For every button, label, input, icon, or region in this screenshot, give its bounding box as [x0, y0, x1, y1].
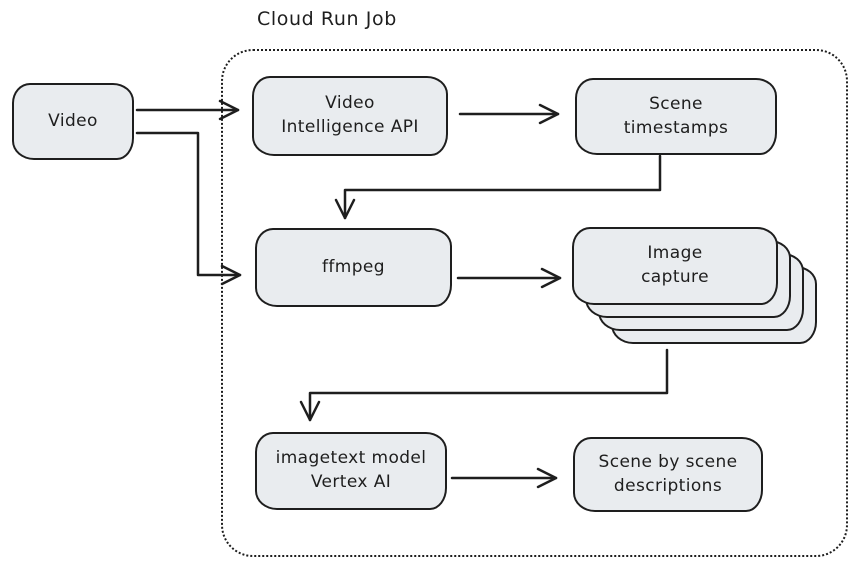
node-imagetext-model-vertex-ai: imagetext model Vertex AI: [255, 432, 447, 510]
node-video-intelligence-api: Video Intelligence API: [252, 76, 448, 156]
node-imagetext-model-label-line1: imagetext model: [275, 448, 427, 469]
node-scene-descriptions-label-line2: descriptions: [613, 475, 723, 496]
node-video-intelligence-api-label-line1: Video: [325, 93, 375, 114]
node-video-label: Video: [48, 110, 98, 131]
node-ffmpeg: ffmpeg: [255, 228, 452, 307]
node-image-capture-label-line1: Image: [647, 243, 703, 264]
node-scene-descriptions-label-line1: Scene by scene: [598, 451, 738, 472]
node-scene-timestamps-label-line2: timestamps: [623, 117, 729, 138]
node-image-capture: Image capture: [572, 227, 778, 305]
node-scene-timestamps-label-line1: Scene: [649, 93, 703, 114]
node-ffmpeg-label: ffmpeg: [322, 256, 385, 277]
cloud-run-job-container: [221, 49, 848, 557]
node-video-intelligence-api-label-line2: Intelligence API: [281, 117, 419, 137]
node-image-capture-label-line2: capture: [641, 267, 709, 287]
node-video: Video: [12, 83, 134, 160]
cloud-run-job-title: Cloud Run Job: [257, 8, 397, 30]
node-imagetext-model-label-line2: Vertex AI: [310, 472, 392, 492]
node-scene-timestamps: Scene timestamps: [575, 78, 777, 155]
node-scene-by-scene-descriptions: Scene by scene descriptions: [573, 437, 763, 512]
